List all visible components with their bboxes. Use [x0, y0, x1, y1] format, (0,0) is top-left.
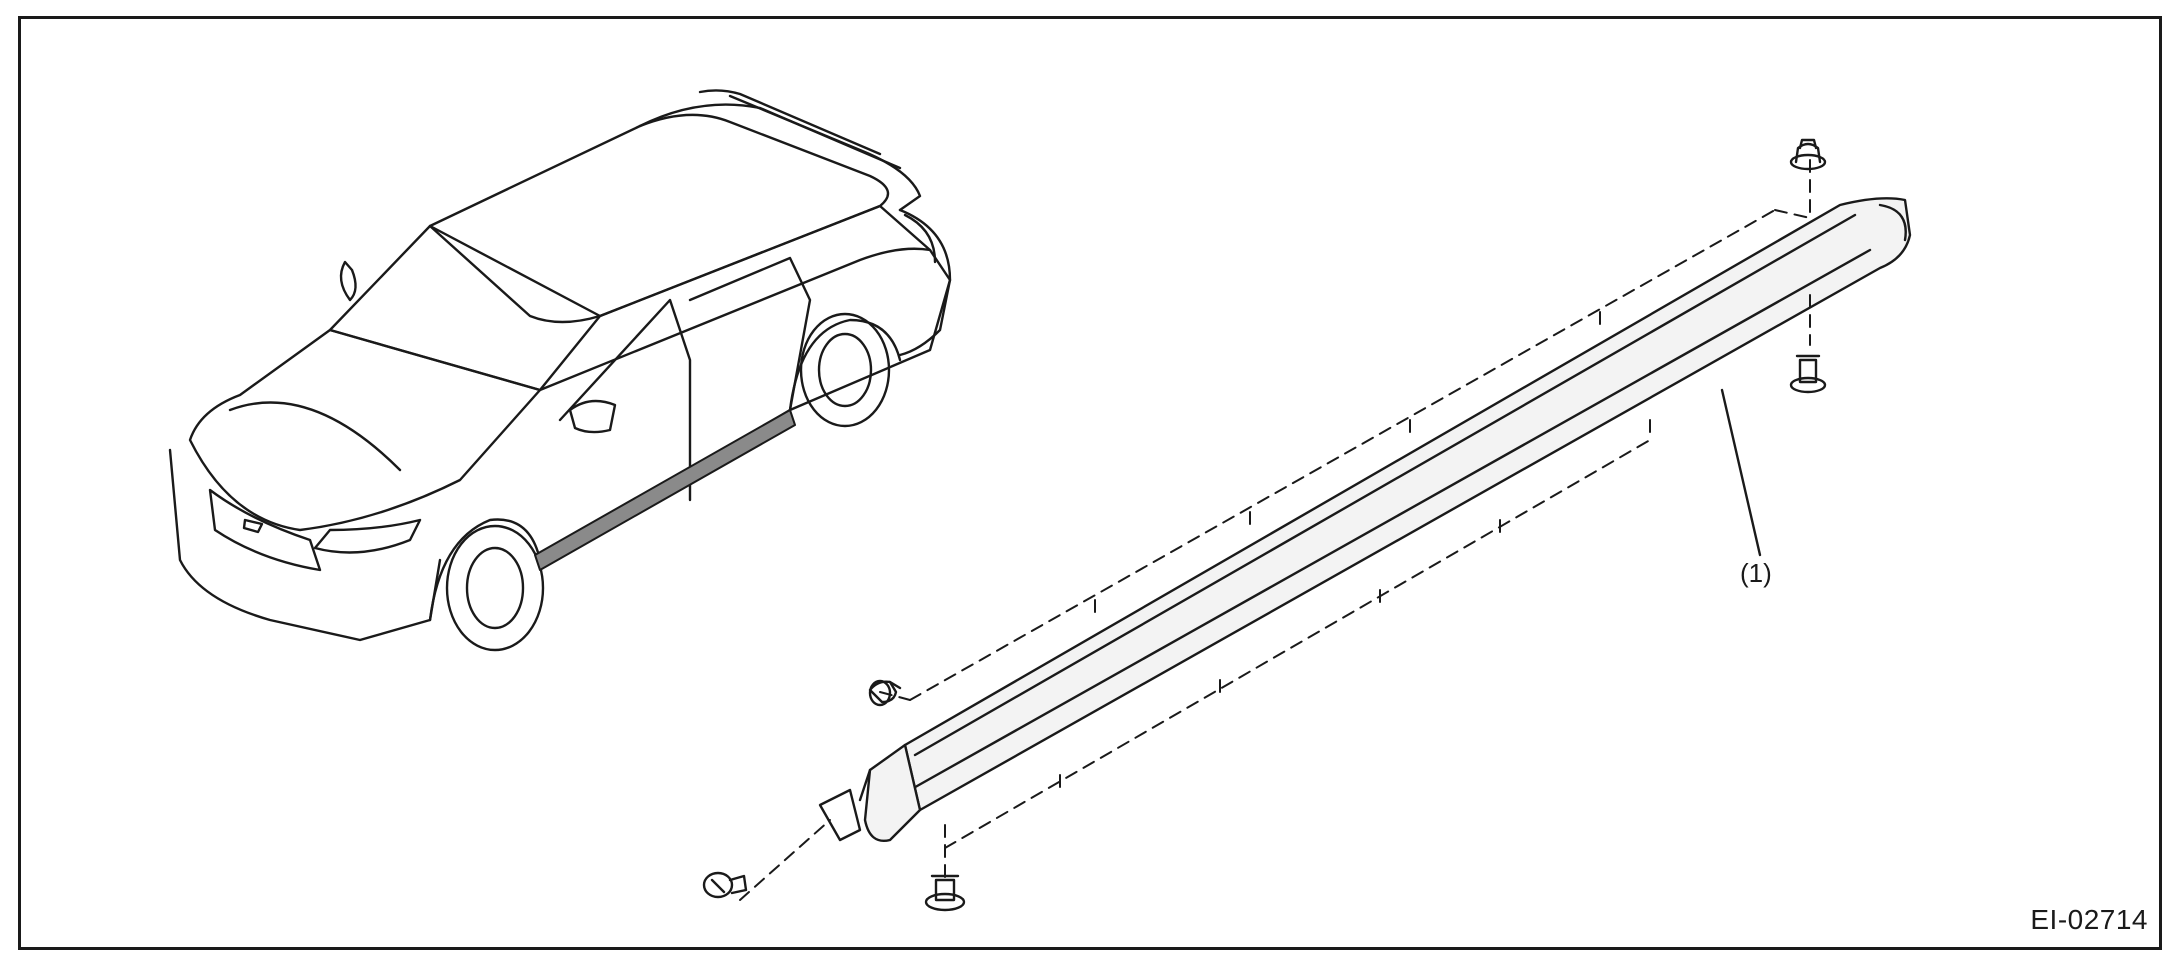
- sill-cover-front-end: [863, 743, 922, 842]
- fastener-clip-right: [1789, 354, 1827, 394]
- sill-cover-body: [903, 197, 1912, 812]
- car-front-wheel-arch: [428, 518, 542, 622]
- fastener-clip-left: [868, 679, 902, 707]
- car-windshield: [328, 224, 602, 392]
- car-grille: [208, 488, 322, 572]
- car-emblem: [242, 518, 264, 534]
- car-headlight: [313, 518, 422, 554]
- car-roof: [428, 113, 890, 324]
- fastener-clip-top-rear: [1789, 138, 1827, 171]
- car-front-bumper: [168, 448, 442, 642]
- car-rear-wheel-arch: [788, 318, 902, 412]
- sedan-illustration: [168, 89, 952, 652]
- car-antenna: [339, 260, 357, 302]
- fastener-screw-bottom-left: [702, 871, 748, 899]
- car-rear-end: [898, 208, 952, 357]
- clip-position-ticks: [1059, 311, 1601, 788]
- sill-cover-rear-tip: [1878, 203, 1907, 242]
- assembly-dashed-lines: [739, 159, 1811, 901]
- sill-cover-top-ridge: [913, 213, 1857, 757]
- fastener-clip-bottom: [924, 874, 966, 912]
- sill-cover-bottom-ridge: [908, 248, 1872, 792]
- car-side-body: [538, 247, 952, 562]
- sill-cover-front-bracket: [818, 788, 862, 842]
- car-side-sill-highlight: [534, 409, 796, 571]
- car-rear-wheel: [799, 312, 891, 428]
- car-front-door: [558, 298, 692, 502]
- figure-id: EI-02714: [2030, 904, 2148, 935]
- car-hood: [188, 328, 542, 532]
- callout-leader-line: [1720, 388, 1762, 557]
- figure-border: [18, 16, 2162, 950]
- car-trunk: [728, 94, 922, 212]
- car-side-mirror: [568, 399, 617, 434]
- car-rear-door: [688, 256, 812, 412]
- side-sill-cover-part: [818, 197, 1912, 842]
- callout-label-1: (1): [1740, 558, 1772, 588]
- car-front-wheel: [445, 524, 545, 652]
